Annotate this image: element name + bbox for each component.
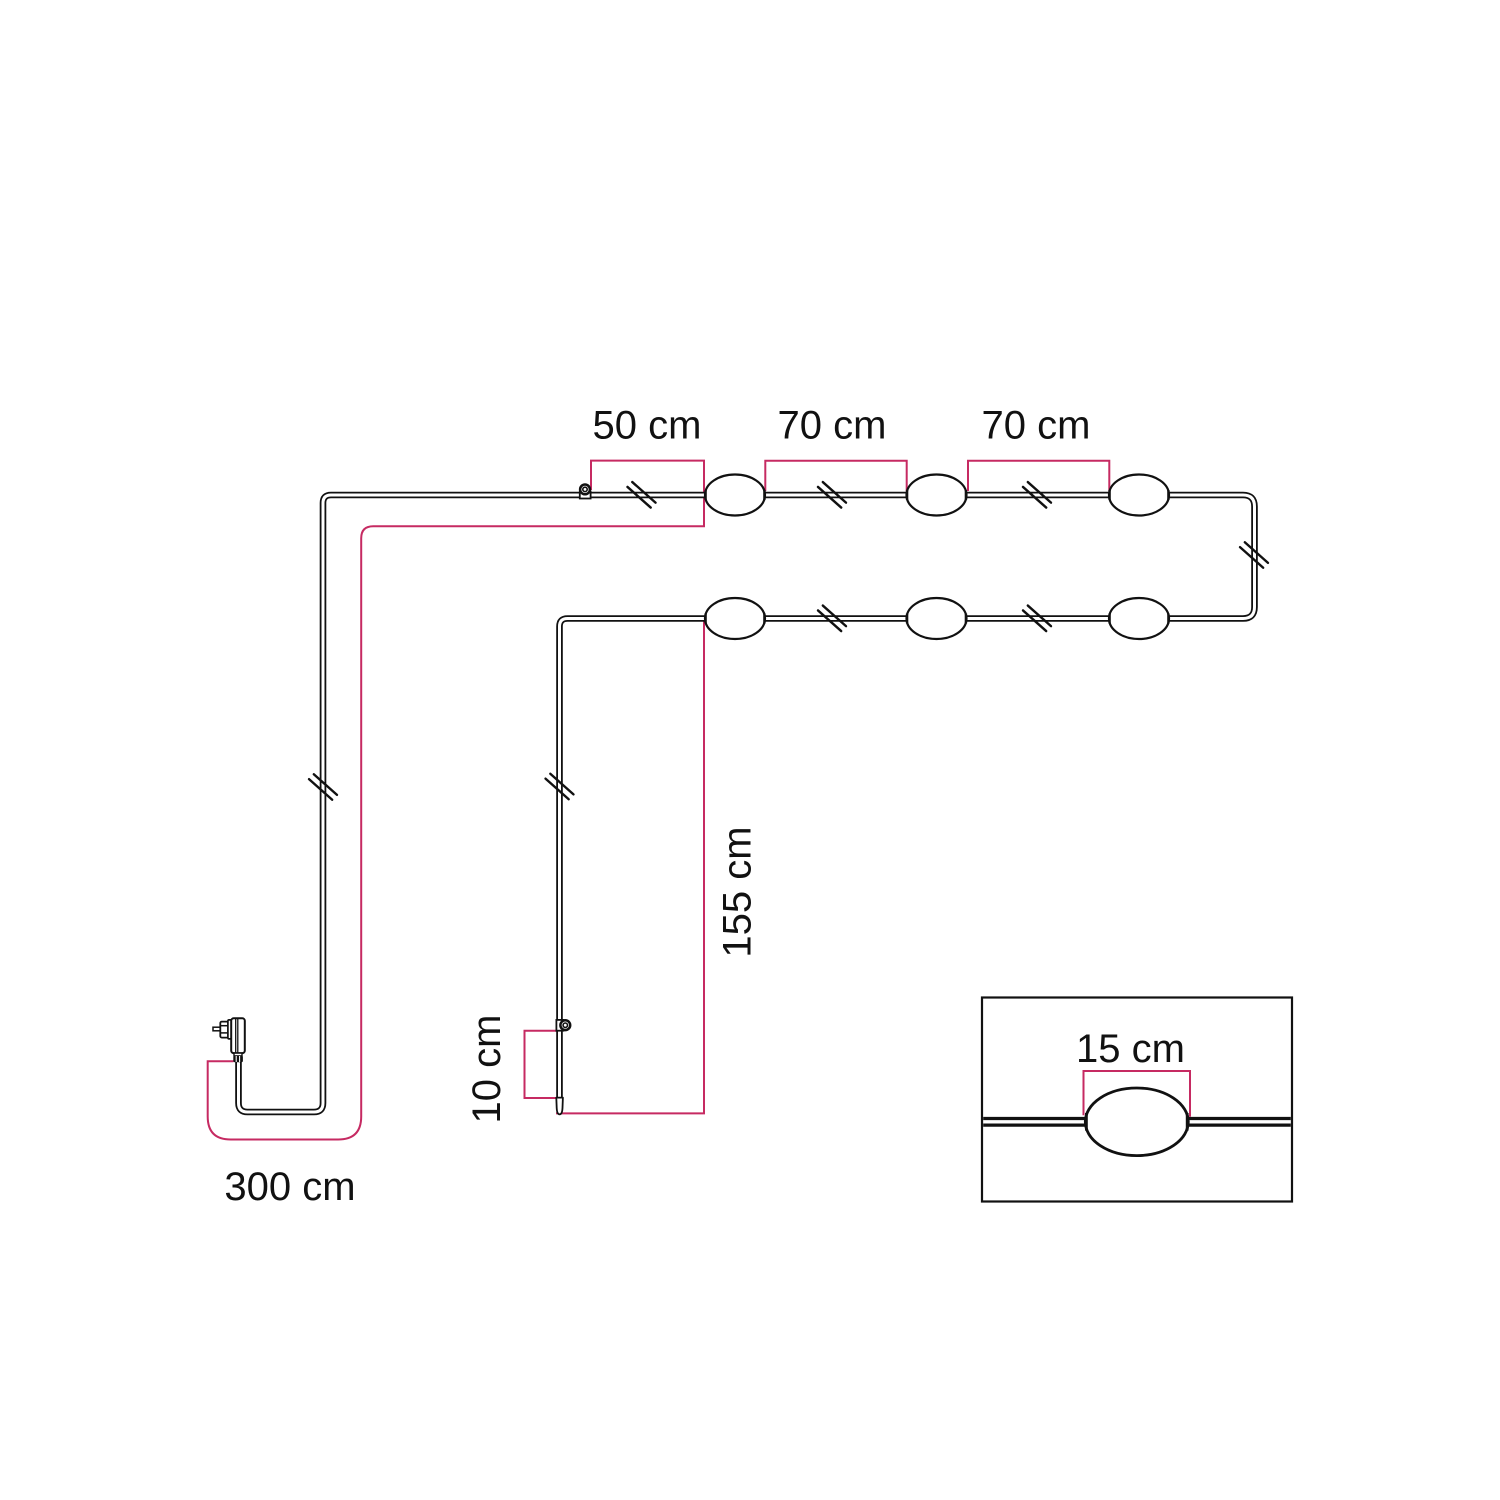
svg-text:50 cm: 50 cm: [593, 404, 702, 448]
svg-text:70 cm: 70 cm: [778, 404, 887, 448]
svg-text:155 cm: 155 cm: [716, 826, 760, 957]
svg-text:70 cm: 70 cm: [982, 404, 1091, 448]
svg-text:10 cm: 10 cm: [465, 1015, 509, 1124]
svg-text:15 cm: 15 cm: [1076, 1027, 1185, 1071]
svg-text:300 cm: 300 cm: [224, 1165, 355, 1209]
